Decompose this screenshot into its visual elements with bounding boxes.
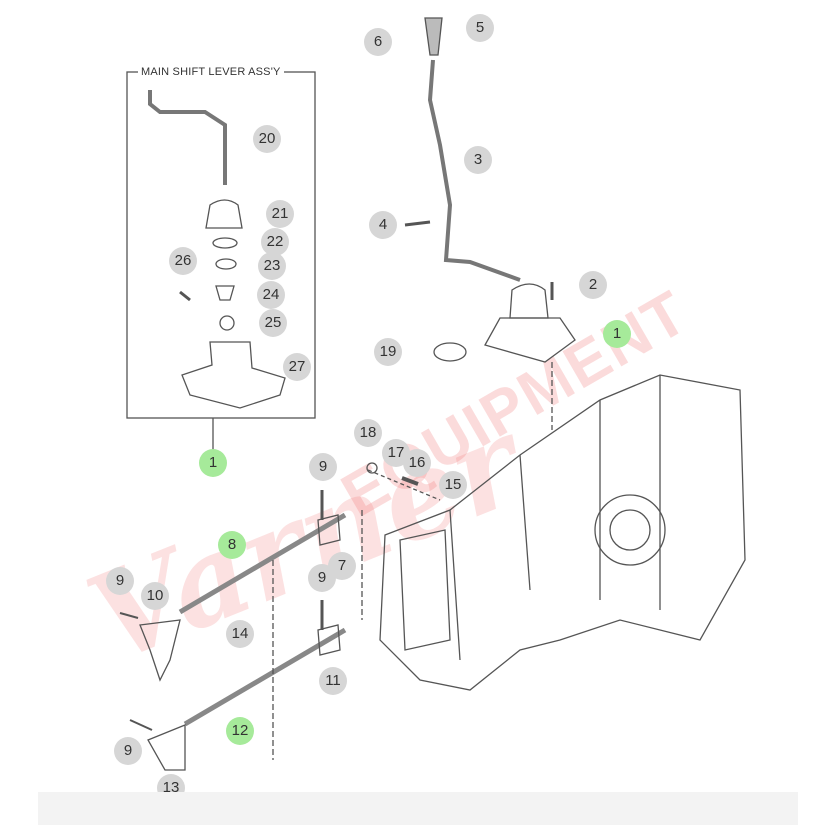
callout[interactable]: 18 [354,419,382,447]
boot-part [205,199,243,229]
knob-part [424,17,443,56]
fork-13 [147,724,186,771]
assembly-title: MAIN SHIFT LEVER ASS'Y [138,66,284,78]
callout[interactable]: 22 [261,228,289,256]
ring-part [212,237,238,249]
callout-highlighted[interactable]: 1 [199,449,227,477]
housing-face [399,529,451,651]
ball-part [219,315,235,331]
callout[interactable]: 23 [258,252,286,280]
washer-part [215,258,237,270]
cover-part [484,317,576,363]
boot-part [509,283,549,319]
callout-highlighted[interactable]: 8 [218,531,246,559]
lever-part [148,90,227,185]
pin-part [179,290,191,302]
callout-highlighted[interactable]: 1 [603,320,631,348]
callout[interactable]: 27 [283,353,311,381]
footer-strip [38,792,798,825]
housing-bore [609,509,651,551]
callout[interactable]: 9 [106,567,134,595]
callout[interactable]: 19 [374,338,402,366]
callout[interactable]: 9 [114,737,142,765]
callout[interactable]: 14 [226,620,254,648]
callout[interactable]: 10 [141,582,169,610]
callout[interactable]: 21 [266,200,294,228]
callout[interactable]: 9 [308,564,336,592]
detent-part [366,462,378,474]
housing-detail [449,375,661,661]
bolt-part [404,220,431,227]
pin-part [119,612,139,619]
transmission-housing [379,374,746,691]
lever-part [427,59,521,282]
spring-part [401,476,419,486]
leader-line [367,469,441,501]
bush-part [215,285,235,301]
callout[interactable]: 4 [369,211,397,239]
housing-bore [594,494,666,566]
callout[interactable]: 25 [259,309,287,337]
callout[interactable]: 15 [439,471,467,499]
cover-part [181,341,286,409]
callout-highlighted[interactable]: 12 [226,717,254,745]
callout[interactable]: 9 [309,453,337,481]
callout[interactable]: 24 [257,281,285,309]
fork-10 [139,619,181,682]
callout[interactable]: 3 [464,146,492,174]
shift-rod-12 [183,627,347,727]
shift-block-11 [317,624,341,656]
ring-part [433,342,467,362]
callout[interactable]: 6 [364,28,392,56]
pin-part [129,719,153,731]
callout[interactable]: 11 [319,667,347,695]
callout[interactable]: 26 [169,247,197,275]
callout[interactable]: 20 [253,125,281,153]
callout[interactable]: 2 [579,271,607,299]
shift-block-7 [317,514,341,546]
callout[interactable]: 16 [403,449,431,477]
shift-rod-8 [178,512,347,615]
callout[interactable]: 5 [466,14,494,42]
